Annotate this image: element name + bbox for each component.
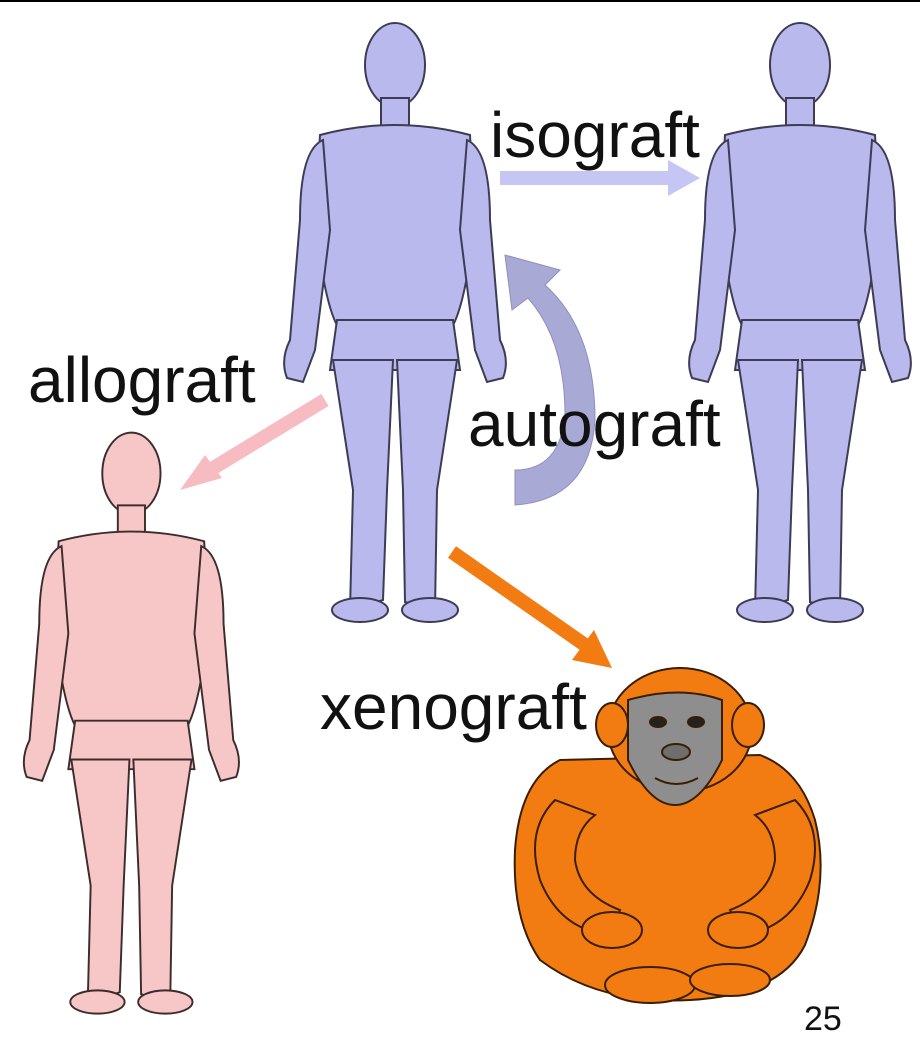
isograft-label: isograft bbox=[490, 103, 700, 167]
xenograft-label: xenograft bbox=[320, 675, 587, 739]
xenograft-arrow bbox=[452, 552, 612, 668]
allograft-recipient-figure bbox=[24, 433, 239, 1014]
allograft-label: allograft bbox=[28, 348, 256, 412]
donor-human-figure bbox=[284, 23, 506, 622]
isograft-recipient-figure bbox=[689, 23, 911, 622]
autograft-label: autograft bbox=[468, 392, 721, 456]
autograft-arrow bbox=[505, 255, 595, 505]
page-number: 25 bbox=[804, 1002, 842, 1036]
